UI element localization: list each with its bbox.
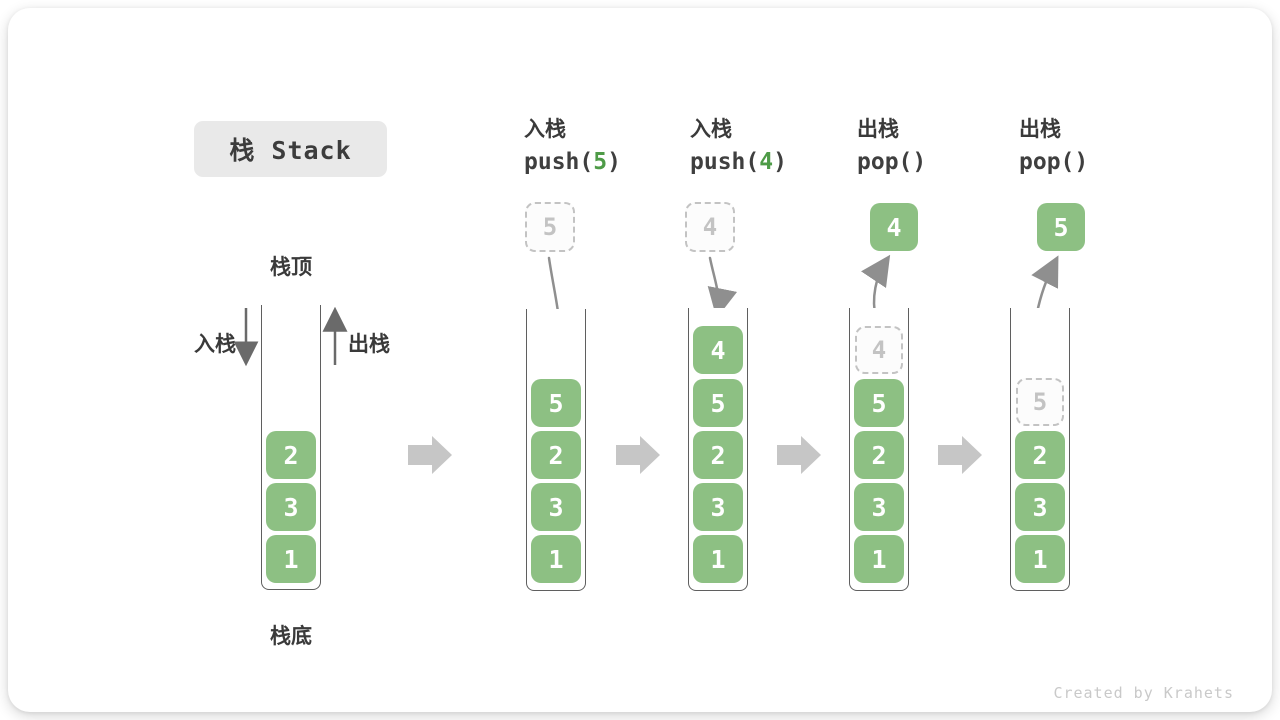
stack-block: 2 — [854, 431, 904, 479]
stack-block: 5 — [854, 379, 904, 427]
stack-block: 2 — [693, 431, 743, 479]
code-post: ) — [1074, 149, 1089, 175]
stack-top-label: 栈顶 — [270, 255, 312, 279]
code-arg: 4 — [759, 149, 774, 175]
stack-block: 1 — [531, 535, 581, 583]
op-label-push-4: 入栈 push(4) — [690, 114, 787, 180]
popped-slot-ghost: 5 — [1016, 378, 1064, 426]
stack-block: 3 — [266, 483, 316, 531]
title-box: 栈 Stack — [194, 121, 387, 177]
code-pre: pop( — [1019, 149, 1075, 175]
stack-block: 1 — [266, 535, 316, 583]
arrows-overlay — [233, 254, 1059, 474]
incoming-value-ghost: 5 — [525, 202, 575, 252]
stack-block: 1 — [1015, 535, 1065, 583]
pop-direction-label: 出栈 — [348, 332, 390, 356]
stack-block: 1 — [854, 535, 904, 583]
flow-arrow-icon — [938, 436, 982, 474]
page-title: 栈 Stack — [229, 136, 352, 165]
stack-block: 2 — [266, 431, 316, 479]
push-4-curve-arrow-icon — [707, 256, 738, 319]
incoming-value-ghost: 4 — [685, 202, 735, 252]
op-label-push-5: 入栈 push(5) — [524, 114, 621, 180]
stack-block: 2 — [1015, 431, 1065, 479]
flow-arrow-icon — [408, 436, 452, 474]
op-name: 入栈 — [690, 117, 732, 141]
op-code: push(4) — [690, 144, 787, 180]
op-name: 入栈 — [524, 117, 566, 141]
op-code: push(5) — [524, 144, 621, 180]
op-label-pop-1: 出栈 pop() — [857, 114, 926, 180]
watermark: Created by Krahets — [1053, 684, 1234, 702]
stack-block: 2 — [531, 431, 581, 479]
code-pre: pop( — [857, 149, 913, 175]
stack-block: 5 — [693, 379, 743, 427]
stack-block: 4 — [693, 326, 743, 374]
stack-block: 5 — [531, 379, 581, 427]
push-direction-label: 入栈 — [194, 332, 236, 356]
stack-block: 3 — [693, 483, 743, 531]
stack-bottom-label: 栈底 — [270, 624, 312, 648]
flow-arrow-icon — [616, 436, 660, 474]
stack-block: 3 — [1015, 483, 1065, 531]
popped-block: 4 — [870, 203, 918, 251]
code-post: ) — [912, 149, 927, 175]
code-arg: 5 — [593, 149, 608, 175]
code-pre: push( — [690, 149, 760, 175]
op-name: 出栈 — [1019, 117, 1061, 141]
code-pre: push( — [524, 149, 594, 175]
code-post: ) — [607, 149, 621, 175]
op-code: pop() — [1019, 144, 1088, 180]
popped-block: 5 — [1037, 203, 1085, 251]
op-label-pop-2: 出栈 pop() — [1019, 114, 1088, 180]
code-post: ) — [773, 149, 787, 175]
stack-block: 3 — [854, 483, 904, 531]
stack-block: 3 — [531, 483, 581, 531]
diagram-card: 栈 Stack 入栈 push(5) 入栈 push(4) 出栈 pop() 出… — [8, 8, 1272, 712]
op-code: pop() — [857, 144, 926, 180]
op-name: 出栈 — [857, 117, 899, 141]
flow-arrow-icon — [777, 436, 821, 474]
popped-slot-ghost: 4 — [855, 326, 903, 374]
stack-block: 1 — [693, 535, 743, 583]
